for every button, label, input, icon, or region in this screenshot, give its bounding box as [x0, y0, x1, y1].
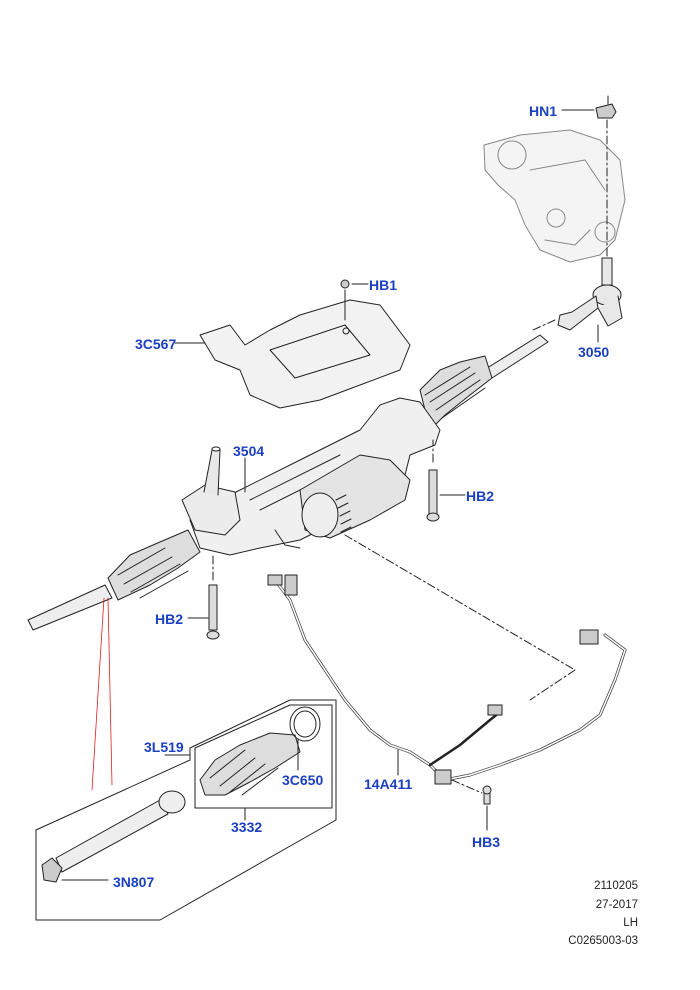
kit-bellows	[199, 732, 301, 796]
kit-box-outline	[35, 699, 337, 921]
label-3c650: 3C650	[282, 772, 324, 788]
label-3332: 3332	[231, 819, 263, 835]
bolt-hb2-left	[206, 584, 220, 640]
bolt-hb1	[340, 279, 350, 289]
heat-shield	[199, 299, 411, 409]
steering-knuckle	[483, 129, 626, 263]
diagram-code: 2110205	[594, 880, 638, 892]
label-hb3: HB3	[472, 834, 501, 850]
bolt-hb2-right	[426, 469, 440, 522]
diagram-side: LH	[623, 917, 638, 929]
label-3050: 3050	[578, 344, 610, 360]
label-hn1: HN1	[529, 103, 558, 119]
steering-rack	[27, 334, 549, 631]
nut-hn1	[595, 95, 617, 119]
label-hb2-right: HB2	[466, 488, 495, 504]
diagram-date: 27-2017	[595, 899, 638, 911]
bolt-hb3	[482, 785, 492, 805]
kit-clamp	[289, 706, 321, 742]
tie-rod-end	[557, 257, 623, 331]
diagram-reference: C0265003-03	[568, 935, 638, 947]
label-3c567: 3C567	[135, 336, 177, 352]
label-hb1: HB1	[369, 277, 398, 293]
label-3504: 3504	[233, 443, 265, 459]
label-3n807: 3N807	[113, 874, 155, 890]
label-3l519: 3L519	[144, 739, 184, 755]
label-hb2-left: HB2	[155, 611, 184, 627]
label-14a411: 14A411	[364, 776, 413, 792]
wiring-harness	[267, 574, 627, 785]
kit-inner-tie-rod	[41, 790, 186, 883]
boot-kit-box	[194, 704, 333, 809]
